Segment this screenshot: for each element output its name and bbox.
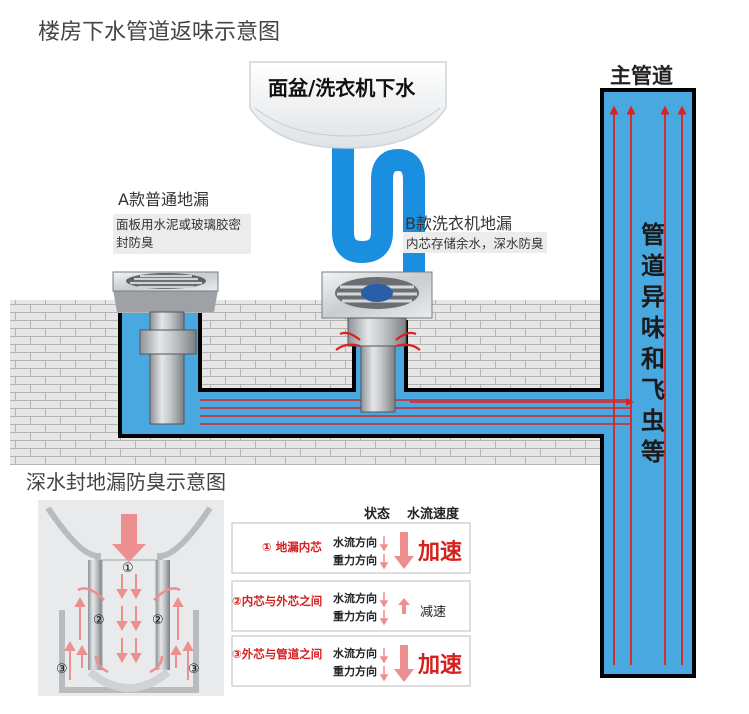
seal-marker-2-left: ② [93, 613, 105, 628]
drain-a-title: A款普通地漏 [118, 190, 209, 209]
seal-marker-1: ① [122, 561, 134, 576]
odor-lines-vertical [609, 105, 687, 665]
table-row-3-label: ③外芯与管道之间 [232, 647, 323, 661]
drain-a [112, 271, 219, 425]
flow-table [231, 522, 471, 687]
seal-diagram-title: 深水封地漏防臭示意图 [26, 470, 226, 494]
seal-diagram [38, 500, 224, 696]
table-header-speed: 水流速度 [407, 507, 460, 522]
table-row-1-dir-water: 水流方向 [333, 536, 377, 549]
table-row-3-dir-water: 水流方向 [333, 647, 377, 660]
table-row-1-speed: 加速 [418, 540, 463, 565]
pipe-junction [600, 392, 606, 434]
table-row-2-dir-water: 水流方向 [333, 592, 377, 605]
table-row-1-label: ① 地漏内芯 [262, 540, 322, 554]
table-row-2-dir-gravity: 重力方向 [333, 610, 377, 623]
seal-marker-3-right: ③ [188, 662, 200, 677]
table-row-2-speed: 减速 [420, 605, 447, 620]
main-pipe [604, 92, 692, 674]
main-pipe-label: 主管道 [610, 64, 673, 88]
main-title: 楼房下水管道返味示意图 [38, 20, 281, 45]
brick-wall [10, 300, 610, 465]
drain-b-title: B款洗衣机地漏 [405, 214, 512, 233]
table-row-2-label: ②内芯与外芯之间 [232, 594, 323, 608]
drain-a-note: 面板用水泥或玻璃胶密封防臭 [113, 214, 251, 254]
table-row-3-speed: 加速 [418, 653, 463, 678]
table-header-state: 状态 [364, 507, 391, 522]
basin-trap [332, 148, 425, 272]
basin [249, 61, 447, 149]
seal-marker-3-left: ③ [56, 662, 68, 677]
seal-marker-2-right: ② [152, 613, 164, 628]
odor-lines-horizontal [200, 398, 634, 425]
drain-b [321, 271, 433, 413]
basin-label: 面盆/洗衣机下水 [268, 76, 416, 100]
pipe-odor-label: 管道异味和飞虫等 [641, 221, 665, 466]
drain-b-note: 内芯存储余水，深水防臭 [403, 232, 547, 253]
table-row-3-dir-gravity: 重力方向 [333, 665, 377, 678]
table-row-1-dir-gravity: 重力方向 [333, 554, 377, 567]
